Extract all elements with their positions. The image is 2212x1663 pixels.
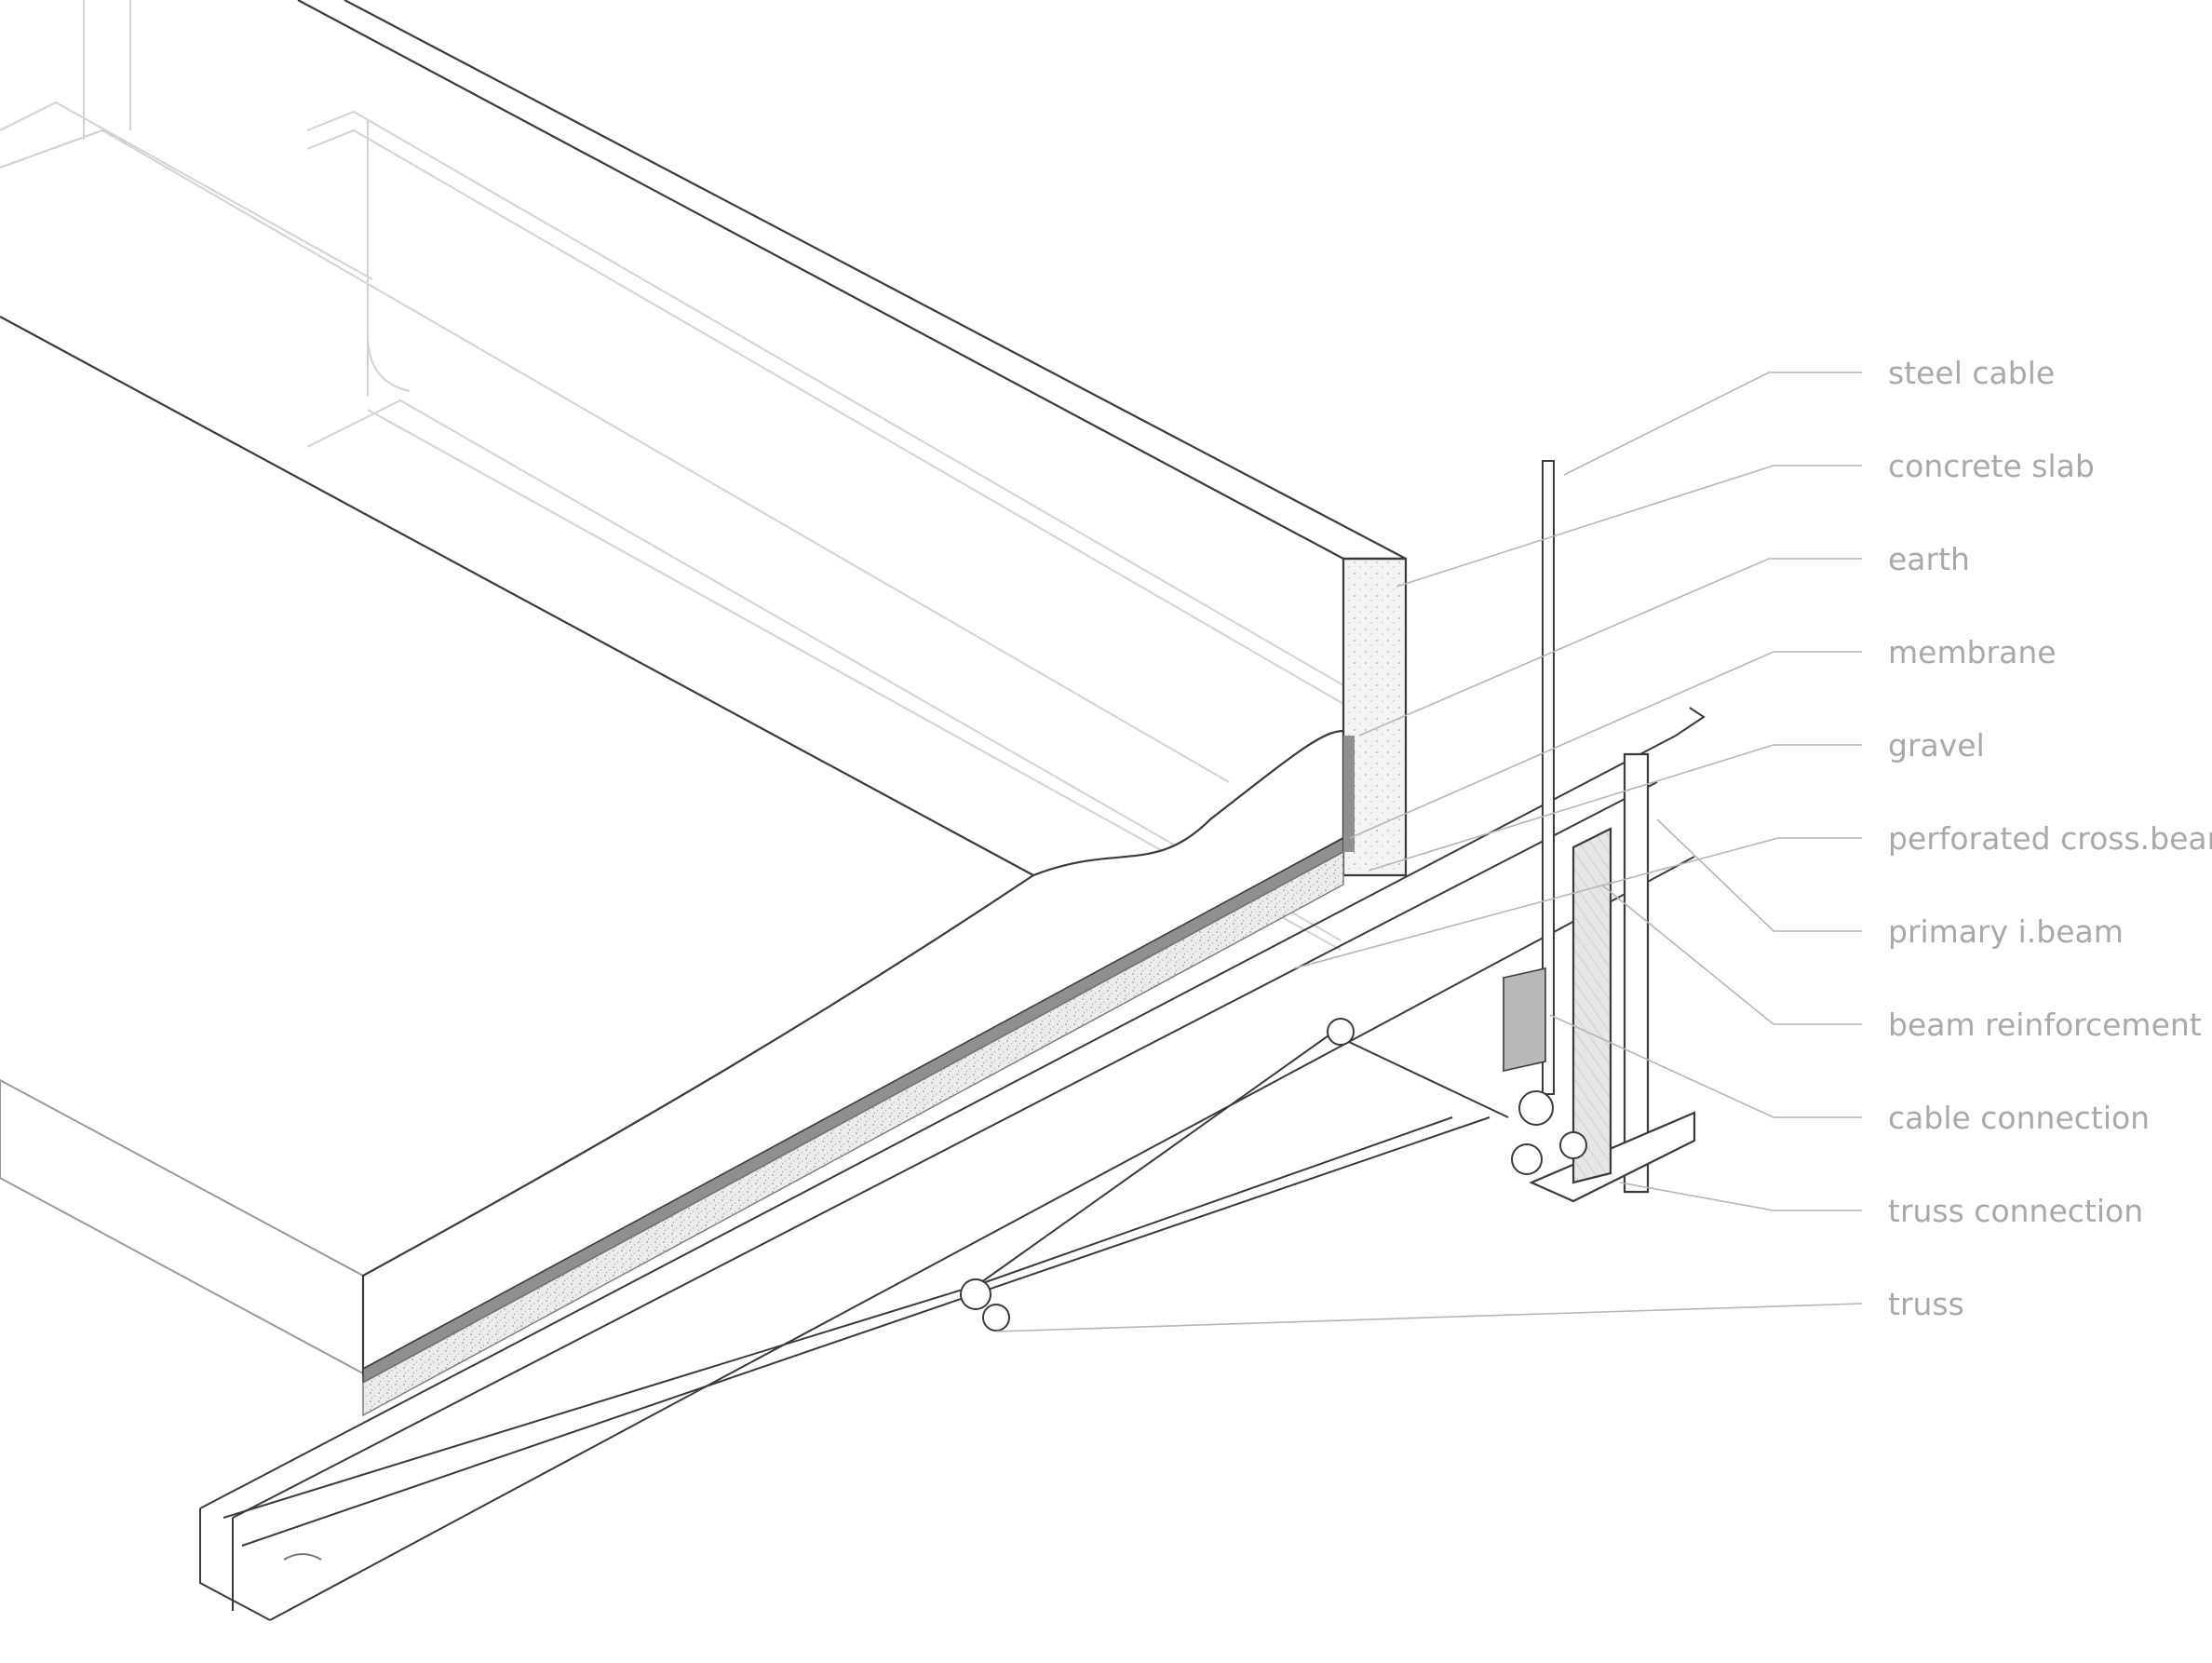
label-gravel: gravel bbox=[1888, 727, 1985, 764]
label-membrane: membrane bbox=[1888, 634, 2057, 670]
primary-i-beam bbox=[1529, 752, 1696, 1203]
label-truss: truss bbox=[1888, 1286, 1964, 1322]
perforated-cross-beam bbox=[199, 707, 1706, 1621]
leader-lines bbox=[995, 372, 1863, 1332]
label-cable-connection: cable connection bbox=[1888, 1100, 2151, 1136]
label-beam-reinforcement: beam reinforcement bbox=[1888, 1007, 2202, 1043]
steel-cable bbox=[1503, 460, 1555, 1095]
background-framing bbox=[0, 0, 1351, 951]
truss bbox=[223, 1018, 1587, 1547]
label-earth: earth bbox=[1888, 541, 1970, 577]
earth-block bbox=[0, 729, 1345, 1375]
label-primary-i-beam: primary i.beam bbox=[1888, 913, 2124, 950]
label-truss-connection: truss connection bbox=[1888, 1193, 2144, 1229]
membrane-layer bbox=[362, 736, 1355, 1417]
label-concrete-slab: concrete slab bbox=[1888, 448, 2095, 484]
label-steel-cable: steel cable bbox=[1888, 355, 2056, 391]
concrete-slab bbox=[0, 0, 1408, 877]
label-perforated-cross-beam: perforated cross.beam bbox=[1888, 820, 2212, 857]
